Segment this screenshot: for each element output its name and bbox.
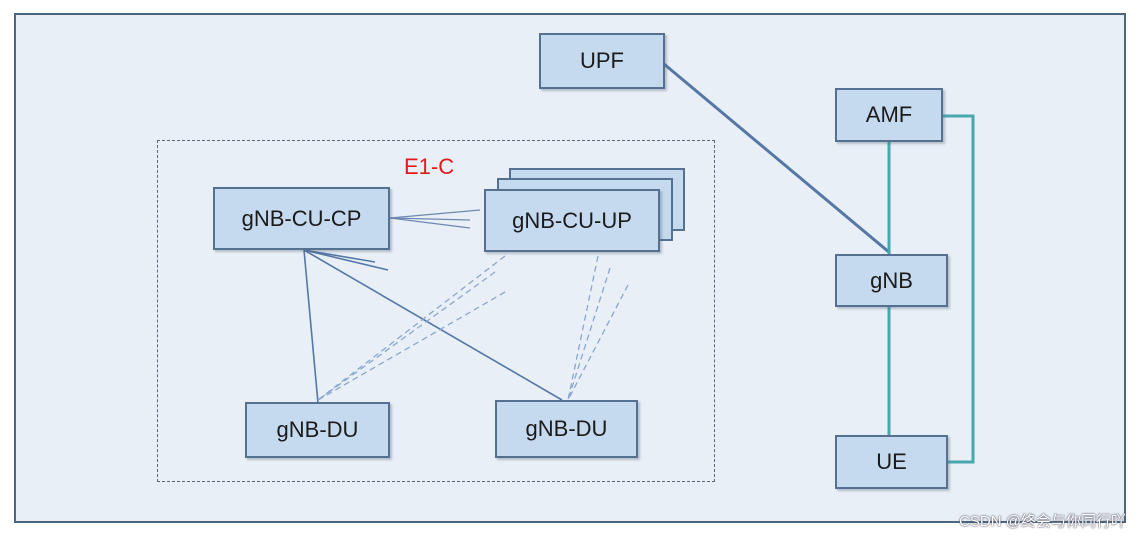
e1c-line-2 <box>389 217 471 221</box>
gnb-cu-cp-node: gNB-CU-CP <box>213 187 390 250</box>
cuup-du-right-dash-2 <box>567 267 611 401</box>
ue-node: UE <box>835 435 948 489</box>
cucp-stub-2 <box>303 249 389 271</box>
gnb-cu-up-node: gNB-CU-UP <box>484 189 660 252</box>
upf-node: UPF <box>539 33 665 89</box>
cuup-du-left-dash-1 <box>317 255 506 401</box>
cucp-du-left-link <box>303 249 319 404</box>
cucp-du-right-link <box>303 249 563 401</box>
cuup-du-left-dash-2 <box>317 271 496 401</box>
e1c-line-3 <box>389 217 471 229</box>
gnb-split-group <box>157 140 715 482</box>
upf-gnb-link <box>663 62 891 255</box>
amf-node: AMF <box>835 88 943 142</box>
amf-ue-link <box>943 114 975 464</box>
cuup-dashed-links <box>317 255 629 401</box>
watermark-text: CSDN @终会与你同行吖 <box>959 513 1126 530</box>
cuup-du-left-dash-3 <box>317 291 506 401</box>
cuup-du-right-dash-1 <box>567 255 599 401</box>
e1c-line-1 <box>389 209 481 219</box>
e1c-label: E1-C <box>404 154 455 179</box>
cuup-du-right-dash-3 <box>567 284 629 401</box>
gnb-node: gNB <box>835 254 948 307</box>
gnb-du-right-node: gNB-DU <box>495 400 638 458</box>
gnb-du-left-node: gNB-DU <box>245 402 390 458</box>
